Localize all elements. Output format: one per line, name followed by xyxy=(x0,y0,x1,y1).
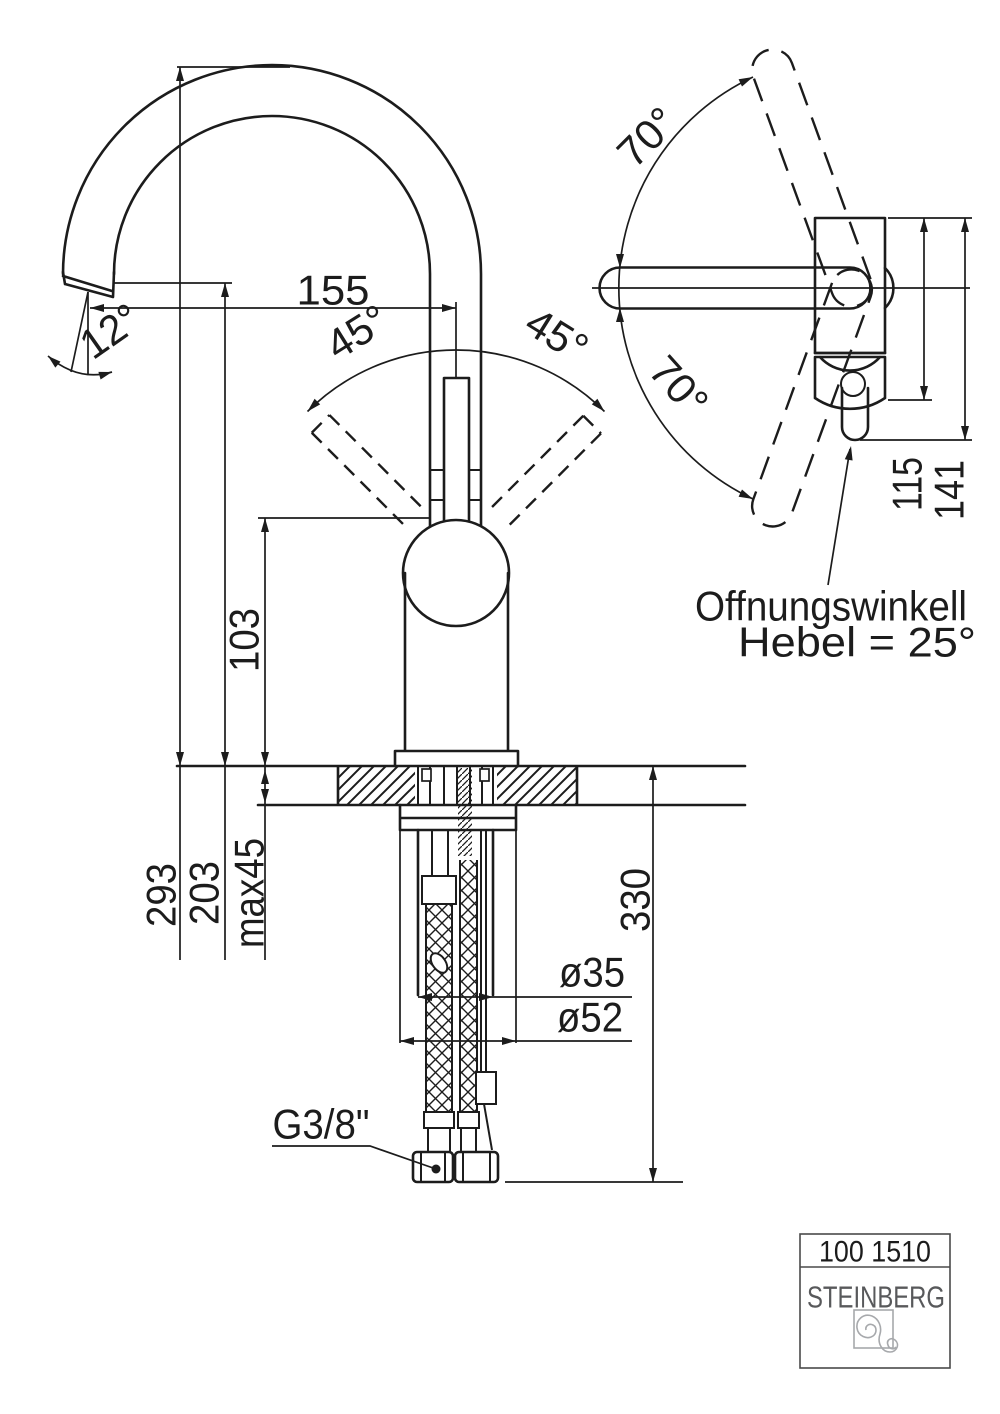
dim-heights xyxy=(113,66,430,960)
swivel-arc-70 xyxy=(617,76,754,500)
supply-hose-center xyxy=(460,860,477,1112)
dim-g38-leader xyxy=(272,1145,441,1174)
brand-logo-frame xyxy=(853,1309,894,1349)
hose-center-collar xyxy=(457,1111,480,1129)
title-block: 100 1510 STEINBERG xyxy=(799,1233,951,1369)
dim-293-label: 293 xyxy=(138,863,185,927)
ball-joint xyxy=(401,518,511,628)
dim-103-label: 103 xyxy=(221,608,268,672)
brand-name: STEINBERG xyxy=(807,1280,945,1315)
thread-size-label: G3/8" xyxy=(273,1101,370,1148)
brand-logo-swirl xyxy=(856,1314,899,1353)
dim-330 xyxy=(505,766,683,1183)
front-view: 155 12° 45° 45° 103 293 203 max45 330 ø3… xyxy=(47,63,747,1184)
dim-155-label: 155 xyxy=(297,267,370,314)
dim-330-label: 330 xyxy=(612,868,659,932)
dim-12deg xyxy=(47,291,113,380)
hose-left-collar xyxy=(423,1111,455,1129)
dim-115-label: 115 xyxy=(884,457,931,511)
top-view: 70° 70° 115 141 Offnungswinkell Hebel = … xyxy=(592,48,976,666)
note-line2: Hebel = 25° xyxy=(738,619,976,666)
flange-extension-lines xyxy=(399,830,517,1043)
angle-12-label: 12° xyxy=(71,294,149,368)
body-cylinder xyxy=(403,571,510,752)
note-line1: Offnungswinkell xyxy=(695,583,967,630)
counter-hatch-right xyxy=(497,766,577,805)
shank-in-hole xyxy=(417,766,494,805)
dia-35-label: ø35 xyxy=(559,949,625,996)
braid-highlight xyxy=(429,952,449,974)
dim-dia35 xyxy=(418,993,632,1001)
supply-hose-left xyxy=(426,904,452,1112)
body-plan-lower xyxy=(813,351,887,411)
angle-45-right-label: 45° xyxy=(517,298,596,372)
hose-left-fitting xyxy=(421,875,457,905)
anchor-screw-left xyxy=(421,768,432,782)
lever-plan xyxy=(840,386,870,442)
body-plan xyxy=(813,216,887,355)
threaded-shank xyxy=(458,768,472,856)
shank-tube xyxy=(416,828,495,997)
lever-position-right-dashed xyxy=(485,414,602,532)
body-plan-bump xyxy=(883,266,895,310)
spout-position-upper-dashed xyxy=(750,48,874,308)
spout-inner-arc xyxy=(112,114,432,529)
article-number: 100 1510 xyxy=(819,1236,931,1269)
dim-155 xyxy=(87,292,457,378)
dim-dia52 xyxy=(400,1037,632,1045)
lever-pivot-plan xyxy=(840,371,866,397)
dim-115-141 xyxy=(860,217,972,441)
title-block-frame xyxy=(799,1233,951,1369)
dim-max45-label: max45 xyxy=(226,838,273,948)
dia-52-label: ø52 xyxy=(557,994,623,1041)
note-leader xyxy=(827,446,853,586)
spout-joint-rings xyxy=(430,469,482,501)
spout-outer-arc xyxy=(61,63,483,529)
spout-position-lower-dashed xyxy=(750,268,874,528)
anchor-screw-right xyxy=(479,768,490,782)
hex-nut-right xyxy=(453,1150,500,1184)
mounting-rod-nut xyxy=(475,1071,497,1105)
counter-hatch-left xyxy=(338,766,415,805)
spout-outlet xyxy=(61,270,116,299)
hose-left-top xyxy=(431,830,449,876)
angle-70-upper-label: 70° xyxy=(608,98,686,176)
dim-203-label: 203 xyxy=(181,861,228,925)
mounting-flange xyxy=(398,803,518,832)
dim-141-label: 141 xyxy=(926,460,973,520)
lever-position-left-dashed xyxy=(310,414,428,531)
countertop-section xyxy=(175,764,747,807)
mounting-rod xyxy=(480,830,487,1072)
base-plate xyxy=(393,749,520,768)
angle-70-lower-label: 70° xyxy=(640,346,718,425)
